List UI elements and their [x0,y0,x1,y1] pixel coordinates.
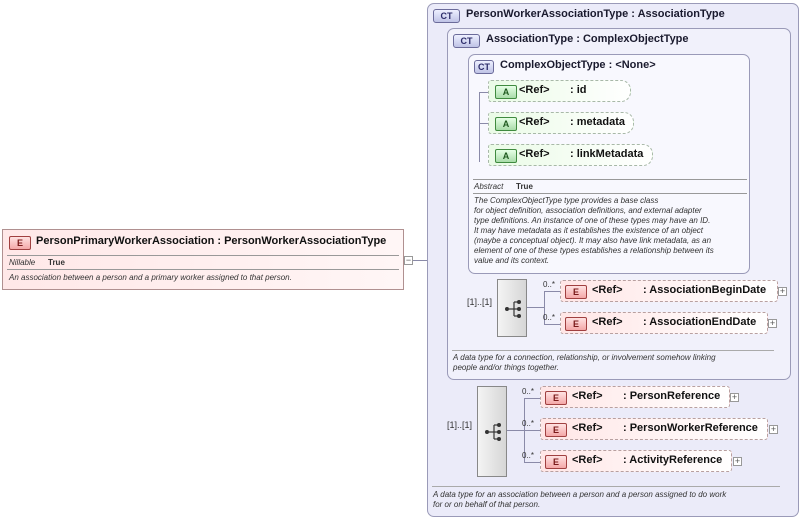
outer-type-title: PersonWorkerAssociationType : Associatio… [466,8,725,20]
expand-toggle[interactable]: + [730,392,739,402]
expand-toggle[interactable]: + [769,424,778,434]
element-name: : PersonReference [623,390,721,402]
element-name: : AssociationBeginDate [643,284,767,296]
complex-type-badge: CT [453,34,480,48]
element-ref: <Ref> [592,316,623,328]
complex-object-type-title: ComplexObjectType : <None> [500,59,656,71]
outer-type-description: A data type for an association between a… [433,490,727,509]
element-association-end-date[interactable]: E <Ref> : AssociationEndDate [560,312,768,334]
element-ref: <Ref> [592,284,623,296]
collapse-toggle[interactable]: − [404,255,413,265]
element-activity-reference[interactable]: E <Ref> : ActivityReference [540,450,732,472]
connector-line [544,291,545,324]
expand-toggle[interactable]: + [778,286,787,296]
connector-line [524,398,540,399]
connector-line [524,462,540,463]
element-ref: <Ref> [572,422,603,434]
connector-line [403,260,437,261]
attribute-name: : linkMetadata [570,148,644,160]
element-badge: E [545,391,567,405]
element-badge: E [565,317,587,331]
root-element-title: PersonPrimaryWorkerAssociation : PersonW… [36,235,387,247]
element-badge: E [9,236,31,250]
divider [473,179,747,180]
element-ref: <Ref> [572,390,603,402]
attribute-ref: <Ref> [519,148,550,160]
nillable-label: Nillable [9,258,36,267]
complex-type-badge: CT [433,9,460,23]
element-badge: E [545,423,567,437]
occurs-label: 0..* [522,419,535,428]
occurs-label: 0..* [522,387,535,396]
connector-line [527,307,544,308]
attribute-metadata[interactable]: A <Ref> : metadata [488,112,634,134]
element-badge: E [545,455,567,469]
abstract-value: True [516,182,533,191]
attribute-ref: <Ref> [519,116,550,128]
occurs-label: 0..* [543,280,556,289]
nillable-value: True [48,258,65,267]
complex-type-badge: CT [474,60,494,74]
attribute-ref: <Ref> [519,84,550,96]
complex-object-type-description: The ComplexObjectType type provides a ba… [474,196,714,265]
association-type-title: AssociationType : ComplexObjectType [486,33,689,45]
connector-line [479,92,489,93]
connector-line [479,123,489,124]
attribute-name: : id [570,84,587,96]
sequence-icon [485,423,501,441]
divider [473,193,747,194]
multiplicity-label: [1]..[1] [447,420,473,430]
connector-line [507,430,524,431]
divider [7,255,399,256]
sequence-compositor[interactable] [497,279,527,337]
attribute-name: : metadata [570,116,626,128]
element-name: : PersonWorkerReference [623,422,758,434]
element-person-reference[interactable]: E <Ref> : PersonReference [540,386,730,408]
element-badge: E [565,285,587,299]
attribute-linkmetadata[interactable]: A <Ref> : linkMetadata [488,144,653,166]
connector-line [479,92,480,162]
element-person-worker-reference[interactable]: E <Ref> : PersonWorkerReference [540,418,768,440]
root-element-box[interactable]: E PersonPrimaryWorkerAssociation : Perso… [2,229,404,290]
sequence-compositor[interactable] [477,386,507,477]
attribute-badge: A [495,117,517,131]
sequence-icon [505,300,521,318]
root-element-description: An association between a person and a pr… [9,273,292,282]
attribute-badge: A [495,85,517,99]
divider [452,350,774,351]
expand-toggle[interactable]: + [768,318,777,328]
element-association-begin-date[interactable]: E <Ref> : AssociationBeginDate [560,280,778,302]
element-ref: <Ref> [572,454,603,466]
expand-toggle[interactable]: + [733,456,742,466]
attribute-id[interactable]: A <Ref> : id [488,80,631,102]
occurs-label: 0..* [522,451,535,460]
association-type-description: A data type for a connection, relationsh… [453,353,716,372]
abstract-label: Abstract [474,182,504,191]
divider [7,269,399,270]
connector-line [544,291,560,292]
occurs-label: 0..* [543,313,556,322]
connector-line [524,430,540,431]
multiplicity-label: [1]..[1] [467,297,493,307]
connector-line [544,324,560,325]
attribute-badge: A [495,149,517,163]
divider [432,486,780,487]
element-name: : ActivityReference [623,454,723,466]
element-name: : AssociationEndDate [643,316,757,328]
